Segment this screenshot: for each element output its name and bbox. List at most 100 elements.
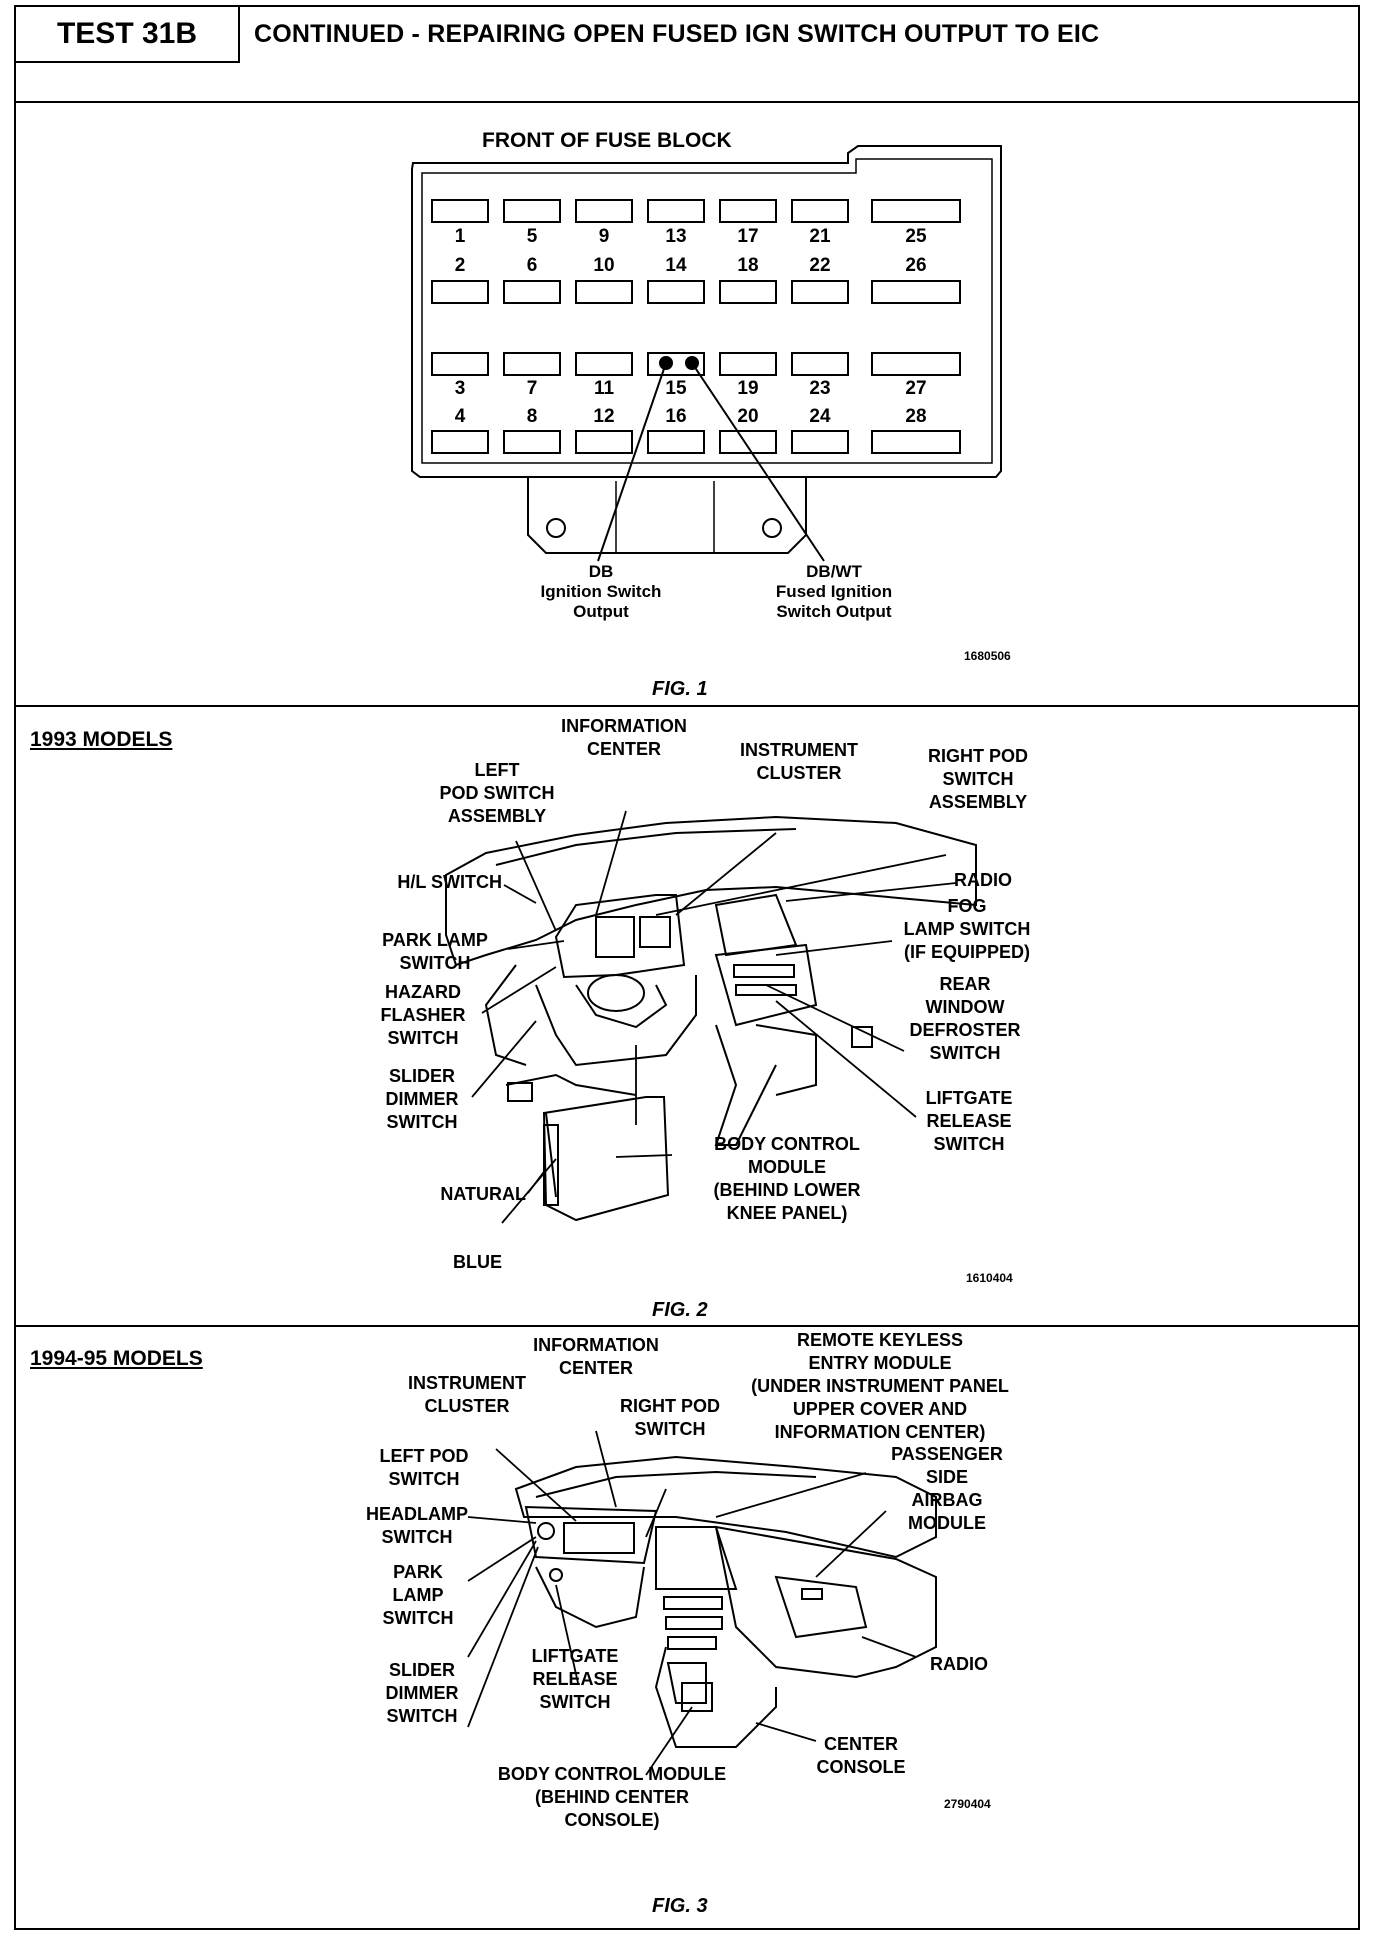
svg-text:17: 17 <box>737 226 758 247</box>
svg-text:26: 26 <box>905 255 926 276</box>
leader-left <box>597 362 667 562</box>
svg-text:3: 3 <box>455 378 466 399</box>
svg-text:16: 16 <box>665 406 686 427</box>
callout-db-ignition: DB Ignition Switch Output <box>540 562 662 621</box>
bcm-1994 <box>681 1682 713 1712</box>
label-left-pod-1994: LEFT POD SWITCH <box>379 1446 469 1489</box>
dash-1993-top <box>445 815 977 967</box>
svg-text:8: 8 <box>527 406 538 427</box>
glovebox <box>774 1575 868 1639</box>
cluster-bezel <box>554 894 686 979</box>
fig2-panel: 1993 MODELS <box>16 705 1358 1327</box>
test-id: TEST 31B <box>16 7 240 63</box>
fig3-panel: 1994-95 MODELS <box>16 1327 1358 1928</box>
fig1-ref: 1680506 <box>964 649 1011 663</box>
fuse-numbers-row-1: 1 5 9 13 17 21 25 <box>455 226 927 247</box>
label-information-center-1994: INFORMATION CENTER <box>533 1335 659 1378</box>
fuse-block-inner-outline <box>421 158 993 464</box>
svg-text:15: 15 <box>665 378 687 399</box>
label-right-pod-1993: RIGHT POD SWITCH ASSEMBLY <box>927 746 1028 812</box>
label-hl-switch: H/L SWITCH <box>397 872 502 892</box>
fuse-numbers-row-3: 3 7 11 15 19 23 27 <box>455 378 927 399</box>
fuse-block-title: FRONT OF FUSE BLOCK <box>482 129 732 152</box>
dash-1994-illustration <box>467 1430 937 1776</box>
svg-text:20: 20 <box>737 406 758 427</box>
label-bcm-1994: BODY CONTROL MODULE (BEHIND CENTER CONSO… <box>497 1764 727 1830</box>
leader-right <box>691 362 825 562</box>
svg-text:18: 18 <box>737 255 758 276</box>
svg-text:24: 24 <box>809 406 831 427</box>
center-stack-1994 <box>655 1526 738 1590</box>
label-bcm-1993: BODY CONTROL MODULE (BEHIND LOWER KNEE P… <box>713 1134 861 1223</box>
svg-text:25: 25 <box>905 226 927 247</box>
mounting-hole-left <box>546 518 566 538</box>
label-blue: BLUE <box>453 1252 502 1272</box>
console-1994 <box>654 1646 777 1748</box>
label-slider-dimmer-1993: SLIDER DIMMER SWITCH <box>385 1066 459 1132</box>
svg-text:23: 23 <box>809 378 830 399</box>
cluster-1994 <box>524 1505 658 1565</box>
bcm-1993 <box>542 1096 670 1222</box>
fuse-slots-row-2 <box>431 280 961 304</box>
fig3-ref: 2790404 <box>944 1797 991 1811</box>
fuse-slots-row-4 <box>431 430 961 454</box>
svg-text:22: 22 <box>809 255 830 276</box>
svg-text:21: 21 <box>809 226 831 247</box>
label-natural: NATURAL <box>440 1184 526 1204</box>
label-instrument-cluster-1994: INSTRUMENT CLUSTER <box>408 1373 526 1416</box>
svg-text:1: 1 <box>455 226 466 247</box>
section-1994-95: 1994-95 MODELS <box>30 1347 203 1370</box>
section-1993: 1993 MODELS <box>30 728 173 751</box>
label-center-console: CENTER CONSOLE <box>816 1734 906 1777</box>
fig2-ref: 1610404 <box>966 1271 1013 1285</box>
label-slider-dimmer-1994: SLIDER DIMMER SWITCH <box>385 1660 459 1726</box>
fuse-block-outline <box>411 145 1002 478</box>
page-title: CONTINUED - REPAIRING OPEN FUSED IGN SWI… <box>254 20 1100 48</box>
fig3-caption: FIG. 3 <box>652 1895 708 1917</box>
svg-text:2: 2 <box>455 255 466 276</box>
label-park-lamp-1994: PARK LAMP SWITCH <box>382 1562 454 1628</box>
fuse-slots-row-1 <box>431 199 961 223</box>
label-headlamp: HEADLAMP SWITCH <box>366 1504 468 1547</box>
svg-text:28: 28 <box>905 406 926 427</box>
dash-1994-top <box>514 1455 937 1559</box>
label-park-lamp-1993: PARK LAMP SWITCH <box>382 930 488 973</box>
svg-text:11: 11 <box>594 378 615 399</box>
label-radio-1993: RADIO <box>954 870 1012 890</box>
page-frame: TEST 31B CONTINUED - REPAIRING OPEN FUSE… <box>14 5 1360 1930</box>
svg-text:4: 4 <box>455 406 466 427</box>
mounting-tab <box>527 477 807 554</box>
mounting-hole-right <box>762 518 782 538</box>
label-left-pod-1993: LEFT POD SWITCH ASSEMBLY <box>439 760 555 826</box>
label-liftgate-1994: LIFTGATE RELEASE SWITCH <box>531 1646 619 1712</box>
radio-stack <box>714 893 798 957</box>
leaders-1994 <box>467 1430 917 1776</box>
fig1-caption: FIG. 1 <box>652 678 708 700</box>
leaders-1993 <box>471 810 957 1224</box>
label-passenger-airbag: PASSENGER SIDE AIRBAG MODULE <box>891 1444 1003 1533</box>
fuse-slots-row-3 <box>431 352 961 376</box>
label-information-center-1993: INFORMATION CENTER <box>561 716 687 759</box>
fig2-caption: FIG. 2 <box>652 1299 708 1321</box>
label-radio-1994: RADIO <box>930 1654 988 1674</box>
label-remote-keyless: REMOTE KEYLESS ENTRY MODULE (UNDER INSTR… <box>751 1330 1009 1442</box>
label-fog-lamp: FOG LAMP SWITCH (IF EQUIPPED) <box>903 896 1031 962</box>
svg-text:19: 19 <box>737 378 758 399</box>
svg-text:9: 9 <box>599 226 610 247</box>
svg-text:7: 7 <box>527 378 538 399</box>
svg-text:5: 5 <box>527 226 538 247</box>
svg-text:27: 27 <box>905 378 926 399</box>
fuse-numbers-row-4: 4 8 12 16 20 24 28 <box>455 406 927 427</box>
svg-text:12: 12 <box>593 406 614 427</box>
label-instrument-cluster-1993: INSTRUMENT CLUSTER <box>740 740 858 783</box>
svg-text:10: 10 <box>593 255 614 276</box>
callout-dbwt-fused: DB/WT Fused Ignition Switch Output <box>775 562 893 621</box>
fuse-numbers-row-2: 2 6 10 14 18 22 26 <box>455 255 927 276</box>
label-liftgate-1993: LIFTGATE RELEASE SWITCH <box>925 1088 1013 1154</box>
label-right-pod-1994: RIGHT POD SWITCH <box>619 1396 720 1439</box>
label-rear-window: REAR WINDOW DEFROSTER SWITCH <box>909 974 1021 1063</box>
header: TEST 31B CONTINUED - REPAIRING OPEN FUSE… <box>16 7 1358 103</box>
svg-text:13: 13 <box>665 226 686 247</box>
svg-text:6: 6 <box>527 255 538 276</box>
label-hazard: HAZARD FLASHER SWITCH <box>380 982 466 1048</box>
